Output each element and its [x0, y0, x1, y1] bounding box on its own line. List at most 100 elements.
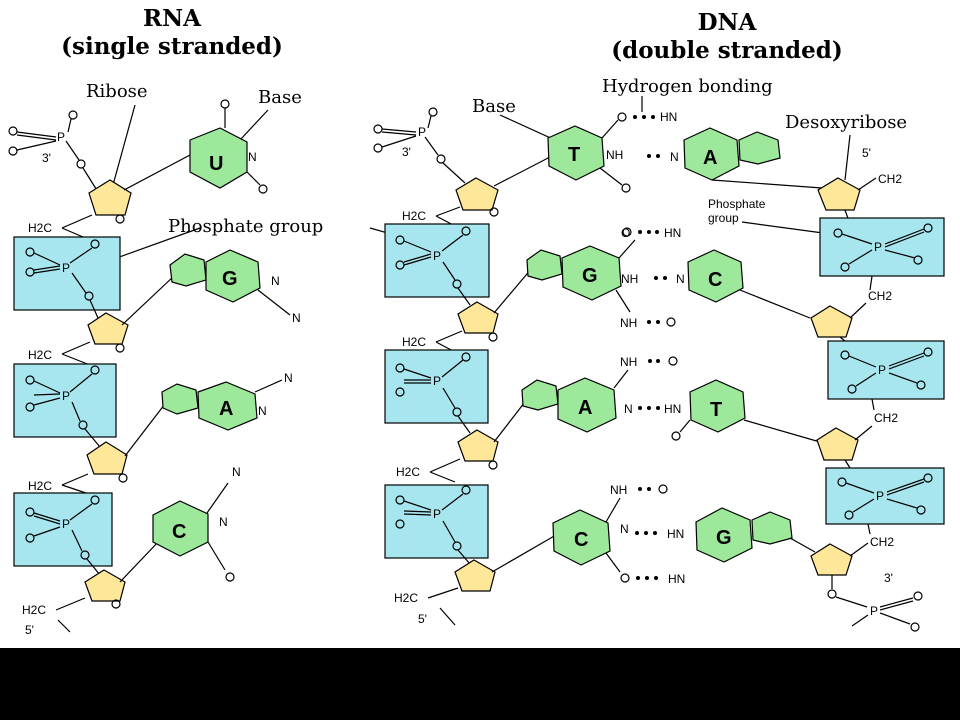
svg-text:P: P [870, 604, 878, 618]
dna-left-phosphate-box-1: P [384, 223, 490, 306]
svg-text:5': 5' [25, 623, 34, 637]
deoxyribose-sugar [457, 301, 499, 334]
dna-right-nucleotide-4: G 3' [695, 507, 893, 599]
svg-text:NH: NH [620, 355, 637, 369]
svg-text:P: P [57, 130, 65, 144]
base-hexagon [547, 125, 605, 181]
base-pentagon [526, 249, 563, 281]
svg-text:N: N [624, 402, 633, 416]
base-hexagon [695, 507, 753, 563]
rna-title: RNA [143, 5, 202, 32]
svg-text:H2C: H2C [394, 591, 418, 605]
base-g-letter: G [582, 265, 598, 287]
svg-text:H2C: H2C [402, 335, 426, 349]
base-hexagon [197, 381, 258, 431]
svg-text:H2C: H2C [22, 603, 46, 617]
svg-text:3': 3' [884, 571, 893, 585]
phosphate-group-label: Phosphate group [168, 216, 323, 237]
svg-text:N: N [676, 272, 685, 286]
svg-text:N: N [620, 522, 629, 536]
ribose-label: Ribose [86, 81, 148, 102]
base-hexagon [689, 379, 746, 433]
svg-text:P: P [876, 489, 884, 503]
svg-text:CH2: CH2 [868, 289, 892, 303]
hydrogen-bonds: HN N O HN N HN HN HN [621, 110, 685, 586]
base-a-letter: A [219, 398, 233, 420]
svg-text:HN: HN [667, 527, 684, 541]
svg-text:N: N [284, 371, 293, 385]
deoxyribose-sugar [454, 559, 496, 592]
svg-text:CH2: CH2 [870, 535, 894, 549]
dna-left-nucleotide-1: T NH H2C [402, 112, 631, 227]
svg-text:NH: NH [621, 272, 638, 286]
dna-terminal-phosphate-bottom: P [835, 591, 923, 632]
dna-right-nucleotide-3: T [671, 379, 873, 469]
base-hexagon [561, 245, 622, 301]
dna-right-nucleotide-2: C [687, 249, 867, 346]
base-a-letter: A [703, 147, 717, 169]
ribose-sugar [84, 569, 126, 602]
svg-text:H2C: H2C [28, 479, 52, 493]
svg-text:P: P [433, 374, 441, 388]
rna-nucleotide-2: G N N H2C [28, 249, 301, 368]
base-c-letter: C [574, 529, 588, 551]
svg-text:HN: HN [664, 402, 681, 416]
dna-left-nucleotide-4: C NH N H2C 5' [394, 483, 630, 626]
base-pentagon [521, 379, 559, 411]
dna-right-phosphate-box-2: P CH2 [827, 340, 945, 425]
svg-text:NH: NH [620, 316, 637, 330]
dna-right-phosphate-box-1: P CH2 [819, 217, 945, 303]
hydrogen-bonding-label: Hydrogen bonding [602, 76, 773, 97]
deoxyribose-sugar [816, 427, 859, 461]
svg-text:N: N [219, 515, 228, 529]
svg-text:H2C: H2C [402, 209, 426, 223]
base-hexagon [687, 249, 744, 303]
svg-text:N: N [271, 274, 280, 288]
svg-text:P: P [62, 389, 70, 403]
svg-text:H2C: H2C [28, 348, 52, 362]
desoxyribose-label: Desoxyribose [785, 112, 907, 133]
deoxyribose-sugar [810, 543, 853, 576]
base-c-letter: C [708, 269, 722, 291]
svg-text:HN: HN [664, 226, 681, 240]
base-t-letter: T [710, 399, 722, 421]
letterbox-bar [0, 648, 960, 720]
base-hexagon [552, 509, 611, 566]
rna-phosphate-box-1: P [13, 236, 121, 319]
ribose-sugar [88, 179, 132, 216]
dna-subtitle: (double stranded) [611, 37, 842, 64]
base-hexagon [683, 127, 740, 181]
svg-text:H2C: H2C [28, 221, 52, 235]
base-pentagon [169, 253, 207, 287]
base-pentagon [161, 383, 199, 415]
deoxyribose-sugar [810, 305, 853, 338]
svg-text:3': 3' [42, 151, 51, 165]
base-pentagon [751, 511, 793, 545]
svg-text:HN: HN [668, 572, 685, 586]
svg-text:H2C: H2C [396, 465, 420, 479]
dna-left-phosphate-box-2: P [384, 349, 489, 434]
svg-text:O: O [621, 226, 630, 240]
svg-text:NH: NH [606, 148, 623, 162]
base-pentagon [738, 131, 781, 165]
rna-phosphate-box-2: P [13, 363, 117, 448]
svg-text:P: P [433, 249, 441, 263]
rna-subtitle: (single stranded) [61, 33, 283, 60]
dna-right-nucleotide-1: A 5' CH2 [683, 127, 902, 225]
svg-text:HN: HN [660, 110, 677, 124]
label-pointers [99, 96, 861, 265]
deoxyribose-sugar [817, 177, 861, 211]
dna-base-label: Base [472, 96, 516, 117]
svg-text:P: P [878, 363, 886, 377]
base-hexagon [557, 377, 617, 433]
svg-text:N: N [670, 150, 679, 164]
base-u-letter: U [209, 153, 223, 175]
phosphate-group-small-label-1: Phosphate [708, 197, 766, 211]
svg-text:P: P [62, 517, 70, 531]
rna-dna-structure-diagram: RNA (single stranded) DNA (double strand… [8, 5, 945, 637]
svg-text:CH2: CH2 [878, 172, 902, 186]
svg-text:NH: NH [610, 483, 627, 497]
base-t-letter: T [568, 144, 580, 166]
dna-terminal-phosphate-top: P 3' [373, 107, 466, 184]
